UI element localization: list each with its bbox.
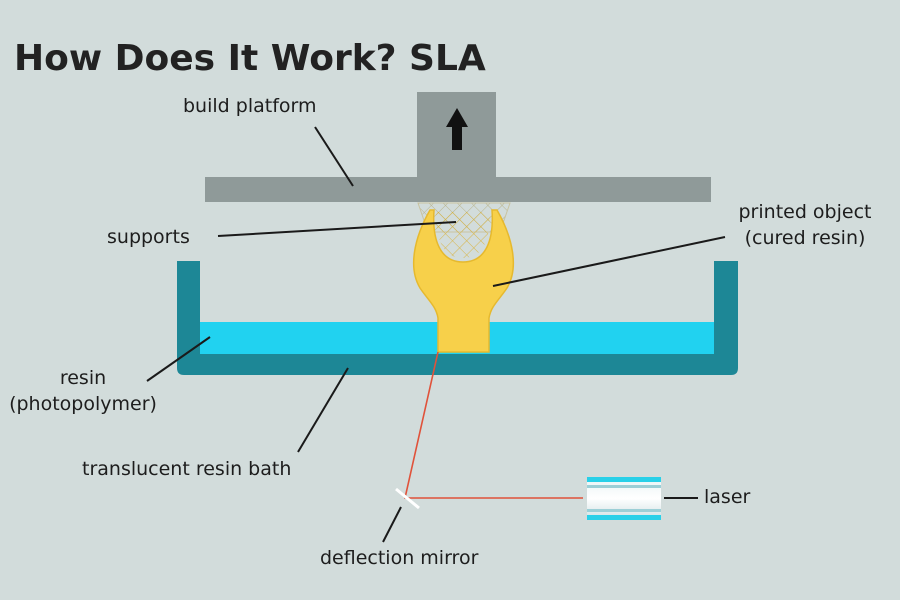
leader-build-platform: [314, 126, 354, 187]
tray: [177, 261, 738, 375]
laser-device: [587, 477, 661, 520]
platform-plate: [205, 177, 711, 202]
label-resin: resin (photopolymer): [8, 365, 158, 417]
leader-resin: [146, 336, 211, 382]
label-build-platform: build platform: [183, 95, 317, 117]
label-resin-line1: resin: [59, 367, 107, 389]
leader-deflection-mirror: [382, 506, 402, 543]
leader-lines: [146, 126, 726, 543]
page-title: How Does It Work? SLA: [14, 38, 486, 79]
label-printed-object-line1: printed object: [738, 201, 872, 223]
leader-resin-bath: [297, 367, 349, 453]
label-supports: supports: [107, 226, 190, 248]
up-arrow-icon: [446, 108, 468, 150]
label-printed-object: printed object (cured resin): [730, 199, 880, 251]
label-laser: laser: [704, 486, 751, 508]
printed-object: [412, 209, 515, 353]
deflection-mirror: [395, 487, 420, 510]
leader-printed-object: [492, 236, 726, 287]
label-resin-bath: translucent resin bath: [82, 458, 292, 480]
resin-bath: [177, 261, 738, 375]
label-printed-object-line2: (cured resin): [744, 227, 866, 249]
label-deflection-mirror: deflection mirror: [320, 547, 479, 569]
label-resin-line2: (photopolymer): [9, 393, 157, 415]
leader-supports: [217, 221, 457, 237]
